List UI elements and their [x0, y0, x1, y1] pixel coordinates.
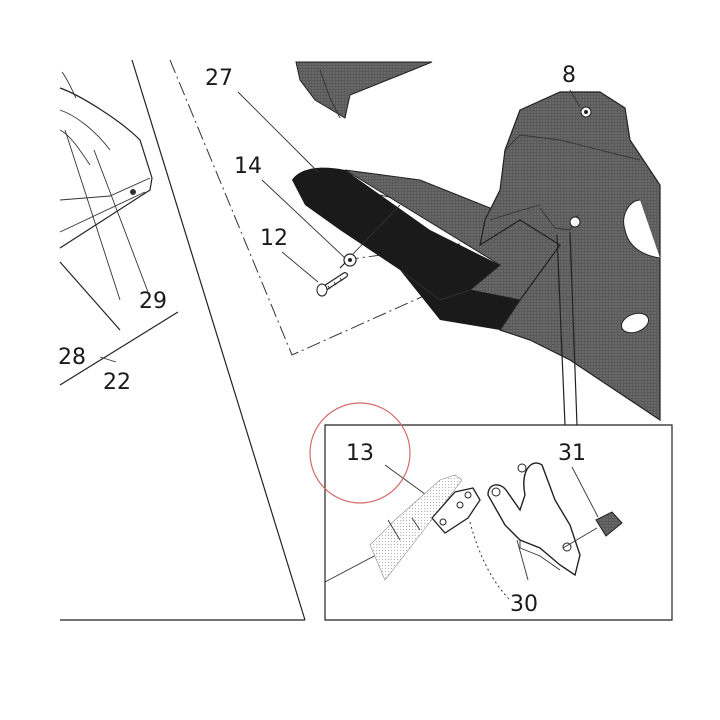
highlight-circle: [309, 402, 411, 504]
label-28: 28: [58, 345, 86, 370]
detail-guide-lines: [556, 231, 578, 426]
clip-31: [562, 511, 623, 549]
label-13: 13: [346, 441, 374, 466]
left-body-panel: [59, 71, 153, 301]
washer-14: [339, 253, 357, 269]
leader-lines: [93, 89, 599, 601]
label-12: 12: [260, 226, 288, 251]
u-bracket-30: [487, 462, 581, 577]
main-body-part-8: [479, 91, 661, 422]
label-22: 22: [103, 370, 131, 395]
upper-fragment: [295, 61, 433, 119]
label-14: 14: [234, 154, 262, 179]
label-30: 30: [510, 592, 538, 617]
frame-lines: [59, 59, 306, 621]
label-27: 27: [205, 66, 233, 91]
bracket-plate-13: [431, 487, 481, 534]
label-8: 8: [562, 63, 576, 88]
detail-panel: [324, 424, 673, 621]
screw-12: [316, 272, 348, 297]
label-29: 29: [139, 289, 167, 314]
label-31: 31: [558, 441, 586, 466]
